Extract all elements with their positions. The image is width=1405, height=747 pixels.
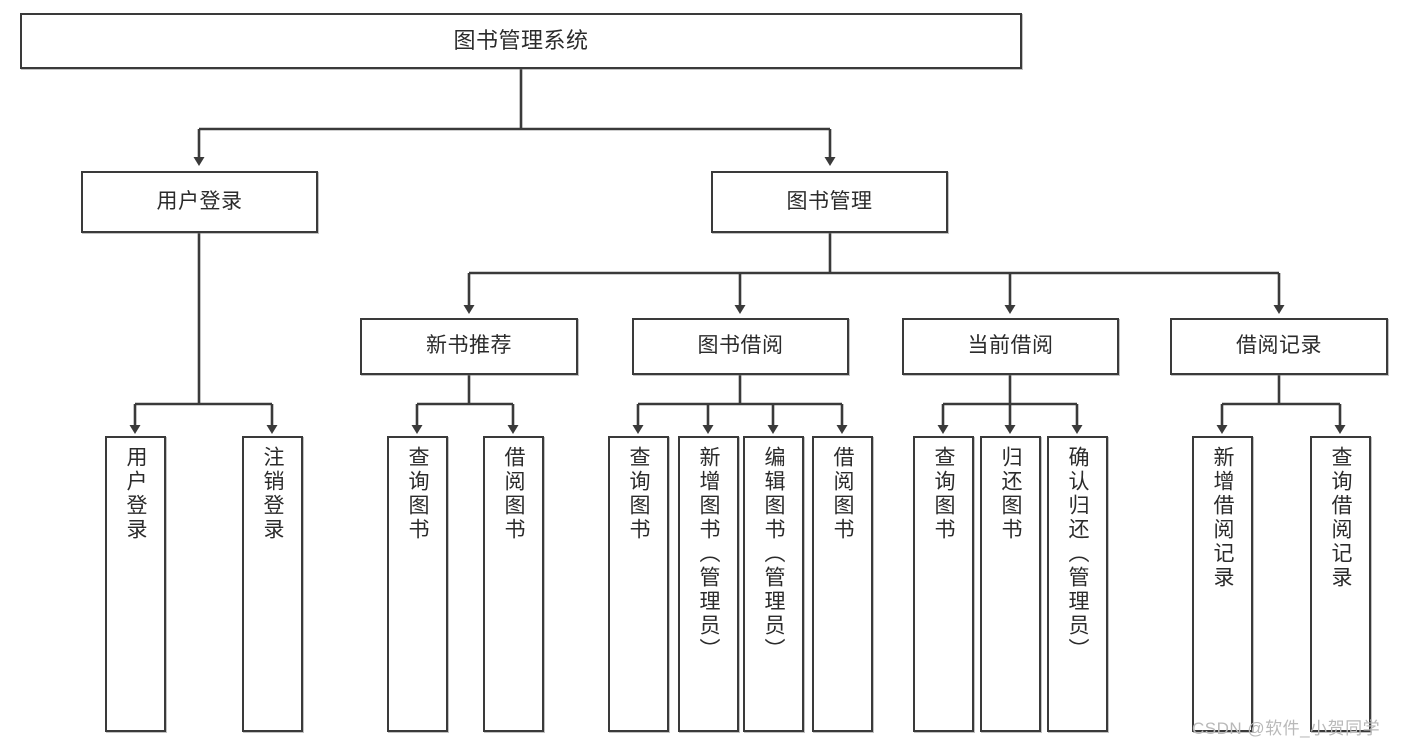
node-label: 新书推荐 — [426, 334, 512, 358]
leaf-add-book-admin[interactable]: 新增图书（管理员） — [678, 436, 739, 732]
node-label: 图书管理系统 — [453, 28, 589, 54]
node-book-borrowing[interactable]: 图书借阅 — [632, 318, 849, 375]
node-label: 注销登录 — [261, 446, 284, 542]
leaf-borrow-books-recommendation[interactable]: 借阅图书 — [483, 436, 544, 732]
node-label: 新增图书（管理员） — [697, 446, 720, 662]
node-current-borrowing[interactable]: 当前借阅 — [902, 318, 1119, 375]
node-borrow-records[interactable]: 借阅记录 — [1170, 318, 1388, 375]
node-label: 当前借阅 — [967, 334, 1054, 358]
leaf-query-books-current[interactable]: 查询图书 — [913, 436, 974, 732]
leaf-return-books[interactable]: 归还图书 — [980, 436, 1041, 732]
node-label: 确认归还（管理员） — [1066, 446, 1089, 662]
node-label: 查询图书 — [627, 446, 650, 542]
leaf-query-books-borrowing[interactable]: 查询图书 — [608, 436, 669, 732]
leaf-add-borrow-record[interactable]: 新增借阅记录 — [1192, 436, 1253, 732]
node-label: 图书借阅 — [697, 334, 784, 358]
node-user-login[interactable]: 用户登录 — [81, 171, 318, 233]
csdn-watermark: CSDN @软件_小贺同学 — [1192, 719, 1381, 738]
leaf-edit-book-admin[interactable]: 编辑图书（管理员） — [743, 436, 804, 732]
node-label: 借阅图书 — [831, 446, 854, 542]
node-label: 图书管理 — [786, 189, 873, 213]
node-label: 新增借阅记录 — [1211, 446, 1234, 590]
leaf-query-borrow-record[interactable]: 查询借阅记录 — [1310, 436, 1371, 732]
node-label: 借阅记录 — [1236, 334, 1322, 358]
node-label: 用户登录 — [124, 446, 147, 542]
leaf-logout[interactable]: 注销登录 — [242, 436, 303, 732]
node-label: 查询图书 — [406, 446, 429, 542]
node-label: 编辑图书（管理员） — [762, 446, 785, 662]
node-label: 查询图书 — [932, 446, 955, 542]
node-label: 用户登录 — [156, 189, 243, 213]
node-label: 查询借阅记录 — [1329, 446, 1352, 590]
node-book-management[interactable]: 图书管理 — [711, 171, 948, 233]
node-new-book-recommendation[interactable]: 新书推荐 — [360, 318, 578, 375]
leaf-query-books-recommendation[interactable]: 查询图书 — [387, 436, 448, 732]
leaf-borrow-books-borrowing[interactable]: 借阅图书 — [812, 436, 873, 732]
leaf-user-login[interactable]: 用户登录 — [105, 436, 166, 732]
node-label: 归还图书 — [999, 446, 1022, 542]
node-root-library-system[interactable]: 图书管理系统 — [20, 13, 1022, 69]
node-label: 借阅图书 — [502, 446, 525, 542]
leaf-confirm-return-admin[interactable]: 确认归还（管理员） — [1047, 436, 1108, 732]
